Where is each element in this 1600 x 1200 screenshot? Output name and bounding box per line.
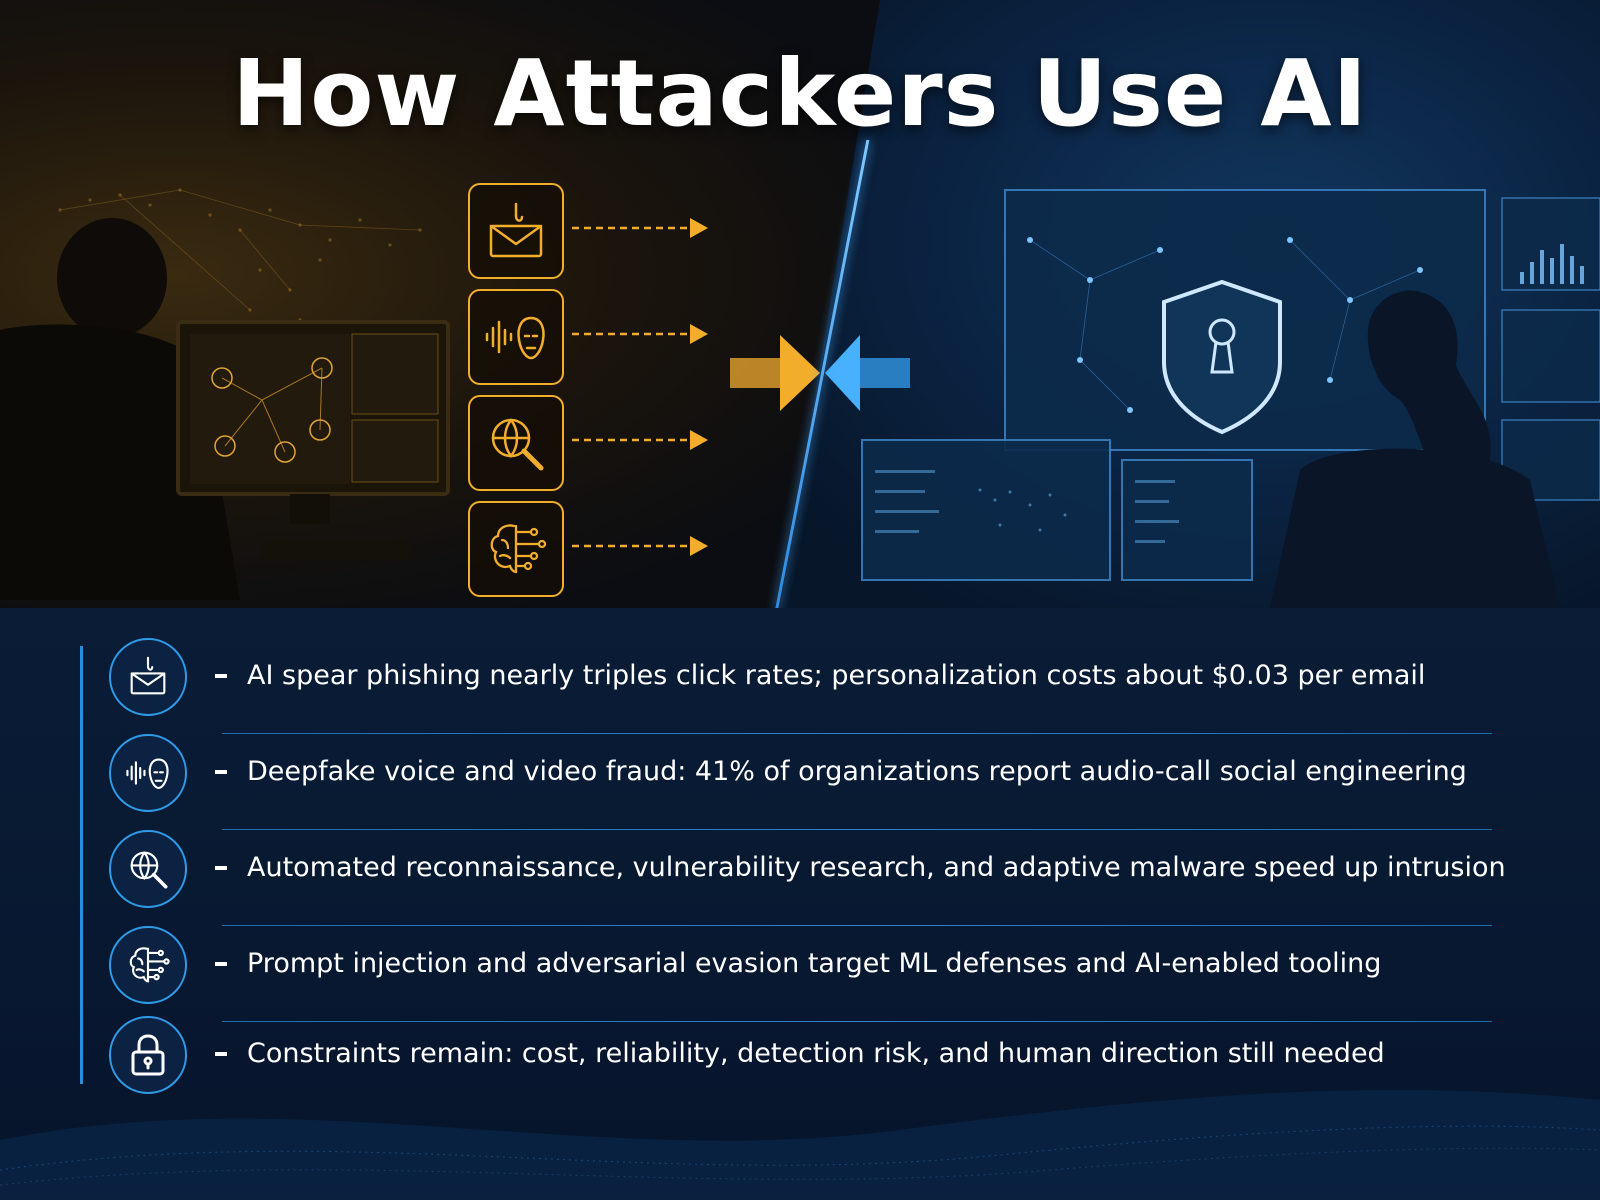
- list-item-text: Automated reconnaissance, vulnerability …: [247, 852, 1506, 883]
- dashed-arrow: [572, 536, 708, 556]
- list-item: AI spear phishing nearly triples click r…: [0, 638, 1600, 734]
- defender-side-panels: [861, 197, 1600, 581]
- deepfake-voice-face-icon: [109, 734, 187, 812]
- list-item: Prompt injection and adversarial evasion…: [0, 926, 1600, 1022]
- bullet-dash: [215, 962, 227, 966]
- list-item-text: AI spear phishing nearly triples click r…: [247, 660, 1426, 691]
- defender-silhouette: [1270, 290, 1560, 608]
- bullet-dash: [215, 866, 227, 870]
- hero-artwork: [0, 188, 1600, 608]
- hero-illustration: [0, 0, 1600, 608]
- converging-arrows: [730, 335, 910, 411]
- bullet-dash: [215, 674, 227, 678]
- row-divider: [222, 925, 1492, 926]
- reconnaissance-globe-search-icon: [109, 830, 187, 908]
- attacker-network-lines: [59, 189, 421, 311]
- background-wave: [0, 1090, 1600, 1200]
- dashed-arrow: [572, 218, 708, 238]
- list-item-text: Prompt injection and adversarial evasion…: [247, 948, 1382, 979]
- ai-brain-circuit-icon: [468, 501, 564, 597]
- list-item: Deepfake voice and video fraud: 41% of o…: [0, 734, 1600, 830]
- shield-keyhole-icon: [1162, 279, 1282, 435]
- list-accent-line: [80, 646, 83, 1084]
- row-divider: [222, 829, 1492, 830]
- reconnaissance-globe-search-icon: [468, 395, 564, 491]
- row-divider: [222, 733, 1492, 734]
- padlock-icon: [109, 1016, 187, 1094]
- row-divider: [222, 1021, 1492, 1022]
- bullet-dash: [215, 770, 227, 774]
- phishing-email-icon: [468, 183, 564, 279]
- ai-brain-circuit-icon: [109, 926, 187, 1004]
- list-item: Constraints remain: cost, reliability, d…: [0, 1016, 1600, 1112]
- list-item-text: Deepfake voice and video fraud: 41% of o…: [247, 756, 1467, 787]
- phishing-email-icon: [109, 638, 187, 716]
- bullet-dash: [215, 1052, 227, 1056]
- dashed-arrow: [572, 324, 708, 344]
- attacker-world-map: [58, 188, 422, 322]
- list-item-text: Constraints remain: cost, reliability, d…: [247, 1038, 1385, 1069]
- deepfake-voice-face-icon: [468, 289, 564, 385]
- attacker-monitor: [176, 320, 450, 560]
- key-points-list: AI spear phishing nearly triples click r…: [0, 608, 1600, 1200]
- page-title: How Attackers Use AI: [232, 40, 1368, 147]
- dashed-arrow: [572, 430, 708, 450]
- list-item: Automated reconnaissance, vulnerability …: [0, 830, 1600, 926]
